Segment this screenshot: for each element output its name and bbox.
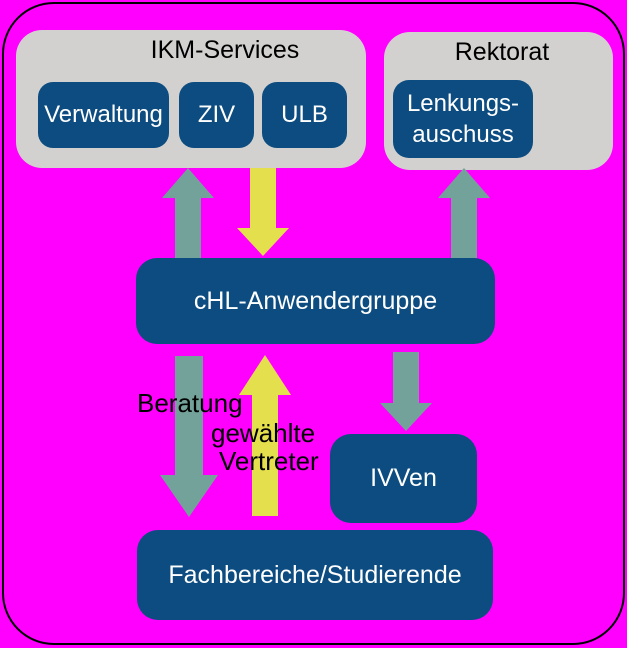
edge-label-vertreter: Vertreter <box>219 446 319 476</box>
box-ziv-label: ZIV <box>197 101 236 128</box>
arrow-down-anwendergruppe-to-ivven <box>380 352 432 431</box>
box-verwaltung-label: Verwaltung <box>44 101 163 128</box>
arrow-up-anwendergruppe-to-rektorat <box>438 168 490 258</box>
edge-label-gewaehlte: gewählte <box>211 418 316 448</box>
node-ivven: IVVen <box>330 434 477 523</box>
box-ulb-label: ULB <box>281 101 328 128</box>
node-chl-anwendergruppe: cHL-Anwendergruppe <box>136 258 495 344</box>
node-fachbereiche-studierende: Fachbereiche/Studierende <box>137 530 493 620</box>
group-rektorat-title: Rektorat <box>454 38 550 66</box>
box-lenkungsauschuss-label-line1: Lenkungs- <box>406 90 520 117</box>
box-ulb: ULB <box>262 82 347 148</box>
node-ivven-label: IVVen <box>370 464 437 492</box>
node-fachbereiche-studierende-label: Fachbereiche/Studierende <box>168 560 462 589</box>
arrow-down-anwendergruppe-to-fachbereiche <box>160 356 218 517</box>
box-ziv: ZIV <box>179 82 254 148</box>
arrow-up-anwendergruppe-to-ikm-services <box>162 168 214 258</box>
box-lenkungsauschuss: Lenkungs- auschuss <box>393 80 533 158</box>
group-ikm-services-title: IKM-Services <box>150 36 300 64</box>
arrow-down-ikm-services-to-anwendergruppe <box>237 168 289 256</box>
box-verwaltung: Verwaltung <box>38 82 169 148</box>
box-lenkungsauschuss-label-line2: auschuss <box>412 121 514 148</box>
node-chl-anwendergruppe-label: cHL-Anwendergruppe <box>193 286 438 315</box>
edge-label-beratung: Beratung <box>137 388 243 418</box>
